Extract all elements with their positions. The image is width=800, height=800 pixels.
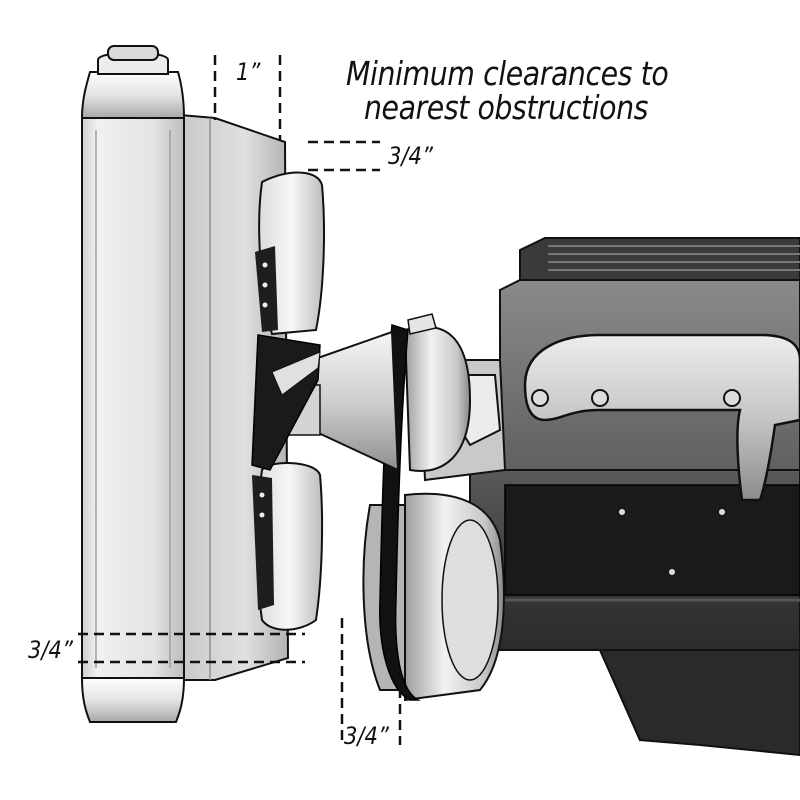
caption-line-2: nearest obstructions [364,88,649,127]
dimension-label-bottom-right: 3/4” [344,722,389,750]
exhaust-manifold [523,333,800,502]
dimension-lines [78,55,402,745]
dimension-label-top: 1” [236,58,261,86]
fan [251,171,325,631]
dimension-label-fan-top: 3/4” [388,142,433,170]
water-pump-and-pulleys [269,313,507,702]
dimension-label-bottom-left: 3/4” [28,636,73,664]
caption-line-1: Minimum clearances to [346,54,669,93]
